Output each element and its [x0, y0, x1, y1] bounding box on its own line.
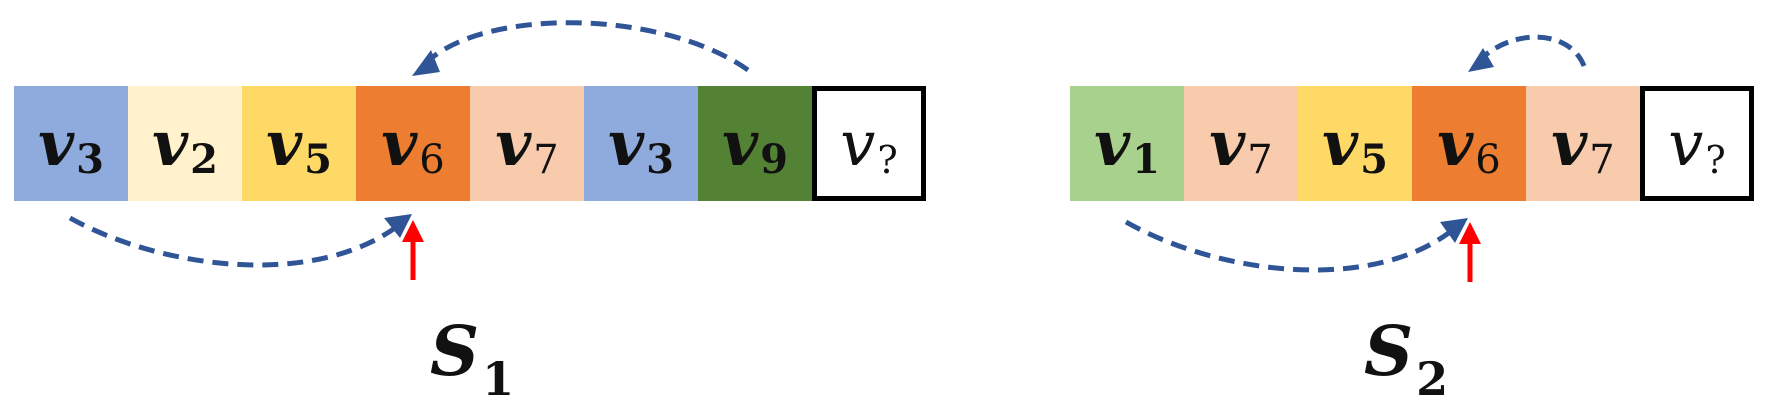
cell-base: v [152, 106, 189, 180]
pointer-head [1459, 222, 1481, 244]
sequence-label-s1: S1 [430, 318, 514, 402]
cell-base: v [1668, 106, 1704, 180]
arrowhead [412, 50, 440, 76]
cell-sub: 5 [304, 135, 332, 183]
dashed-arc-path [1480, 34, 1587, 68]
s1-pointer-arrow [402, 220, 424, 280]
label-base: S [1364, 312, 1414, 392]
arrowhead [1440, 218, 1468, 243]
s2-cell-unknown: v? [1640, 86, 1754, 201]
cell-base: v [1209, 106, 1246, 180]
dashed-arc-path [1124, 219, 1452, 273]
cell-sub: 6 [419, 136, 445, 183]
cell-sub: 7 [1589, 136, 1615, 183]
sequence-label-s2: S2 [1364, 318, 1448, 402]
s1-bottom-forward-arrow [68, 214, 412, 268]
cell-base: v [1437, 106, 1474, 180]
cell-base: v [1322, 106, 1359, 180]
cell-sub: 6 [1475, 136, 1501, 183]
arrowhead [384, 214, 412, 238]
cell-base: v [840, 106, 876, 180]
cell-base: v [1551, 106, 1588, 180]
dashed-arc-path [423, 20, 750, 73]
s1-cell-unknown: v? [812, 86, 926, 201]
cell-base: v [38, 106, 75, 180]
dashed-arc-path [68, 215, 397, 268]
s2-top-backward-arrow [1468, 34, 1587, 72]
cell-base: v [266, 106, 303, 180]
label-sub: 2 [1416, 352, 1449, 406]
cell-sub: ? [1705, 137, 1726, 182]
cell-base: v [381, 106, 418, 180]
cell-sub: 9 [760, 135, 788, 183]
s2-pointer-arrow [1459, 222, 1481, 282]
s2-bottom-forward-arrow [1124, 218, 1468, 273]
cell-sub: 5 [1360, 135, 1388, 183]
label-base: S [430, 312, 480, 392]
arrowhead [1468, 48, 1494, 72]
cell-base: v [495, 106, 532, 180]
cell-sub: 3 [76, 135, 104, 183]
cell-base: v [608, 106, 645, 180]
cell-sub: 2 [190, 135, 218, 183]
cell-sub: 7 [533, 136, 559, 183]
label-sub: 1 [482, 352, 515, 406]
cell-sub: 1 [1132, 135, 1160, 183]
cell-base: v [1094, 106, 1131, 180]
cell-sub: 7 [1247, 136, 1273, 183]
s1-top-backward-arrow [412, 20, 750, 76]
cell-base: v [722, 106, 759, 180]
cell-sub: ? [877, 137, 898, 182]
cell-sub: 3 [646, 135, 674, 183]
pointer-head [402, 220, 424, 242]
